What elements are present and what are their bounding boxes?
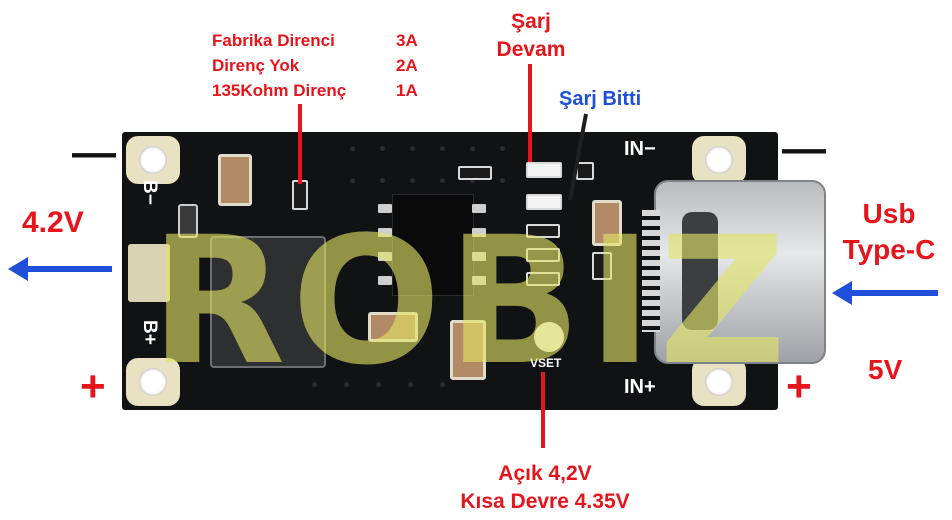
resistor-current: 2A xyxy=(396,56,418,75)
capacitor xyxy=(218,154,252,206)
usb-type-c-connector xyxy=(654,180,826,364)
usb-pins xyxy=(642,210,660,332)
smd-resistor xyxy=(526,224,560,238)
smd-resistor xyxy=(178,204,198,238)
right-plus-sign: + xyxy=(786,362,812,411)
pcb-label-b-minus: B− xyxy=(139,180,160,205)
pointer-line-charge-continue xyxy=(528,64,532,162)
usb-label-line2: Type-C xyxy=(842,234,936,265)
charge-done-label: Şarj Bitti xyxy=(559,88,642,110)
mounting-hole xyxy=(126,136,180,184)
output-voltage-label: 4.2V xyxy=(22,206,84,239)
mounting-hole xyxy=(692,358,746,406)
pointer-line-vset xyxy=(541,372,545,448)
usb-connector-slot xyxy=(682,212,718,330)
pcb-label-in-minus: IN− xyxy=(624,138,656,160)
charger-ic xyxy=(392,194,474,296)
input-voltage-label: 5V xyxy=(868,354,903,385)
resistor-name: 135Kohm Direnç xyxy=(212,81,347,100)
pcb-label-b-plus: B+ xyxy=(139,320,160,345)
battery-pad xyxy=(128,244,170,302)
inductor xyxy=(210,236,326,368)
output-arrow-icon xyxy=(8,257,112,281)
smd-resistor xyxy=(526,272,560,286)
usb-type-c-label: Usb Type-C xyxy=(828,196,950,268)
smd-resistor xyxy=(526,248,560,262)
charger-pcb: B− B+ IN− IN+ VSET xyxy=(122,132,826,410)
resistor-name: Fabrika Direnci xyxy=(212,31,335,50)
vset-label: VSET xyxy=(530,356,562,370)
current-set-resistor xyxy=(292,180,308,210)
resistor-current: 1A xyxy=(396,81,418,100)
smd-resistor xyxy=(458,166,492,180)
vset-jumper-pad xyxy=(534,322,564,352)
resistor-row-none: Direnç Yok 2A xyxy=(212,53,418,78)
pointer-line-resistor xyxy=(298,104,302,184)
pcb-label-in-plus: IN+ xyxy=(624,376,656,398)
resistor-name: Direnç Yok xyxy=(212,56,300,75)
resistor-table: Fabrika Direnci 3A Direnç Yok 2A 135Kohm D… xyxy=(212,28,418,103)
mounting-hole xyxy=(126,358,180,406)
charge-continue-line1: Şarj xyxy=(511,10,551,33)
charging-led xyxy=(526,162,562,178)
right-minus-sign: — xyxy=(782,124,826,173)
mounting-hole xyxy=(692,136,746,184)
capacitor xyxy=(592,200,622,246)
charged-led xyxy=(526,194,562,210)
capacitor xyxy=(450,320,486,380)
usb-label-line1: Usb xyxy=(862,198,916,229)
left-plus-sign: + xyxy=(80,362,106,411)
resistor-row-135k: 135Kohm Direnç 1A xyxy=(212,78,418,103)
capacitor xyxy=(368,312,418,342)
input-arrow-icon xyxy=(832,281,938,305)
charge-continue-line2: Devam xyxy=(496,38,566,61)
resistor-current: 3A xyxy=(396,31,418,50)
left-minus-sign: — xyxy=(72,128,116,177)
resistor-row-factory: Fabrika Direnci 3A xyxy=(212,28,418,53)
vset-note: Açık 4,2V Kısa Devre 4.35V xyxy=(440,460,650,516)
charge-continue-label: Şarj Devam xyxy=(486,8,576,64)
vset-note-line2: Kısa Devre 4.35V xyxy=(460,490,630,513)
pointer-line-charge-done xyxy=(568,113,588,201)
vset-note-line1: Açık 4,2V xyxy=(498,462,592,485)
smd-resistor xyxy=(592,252,612,280)
